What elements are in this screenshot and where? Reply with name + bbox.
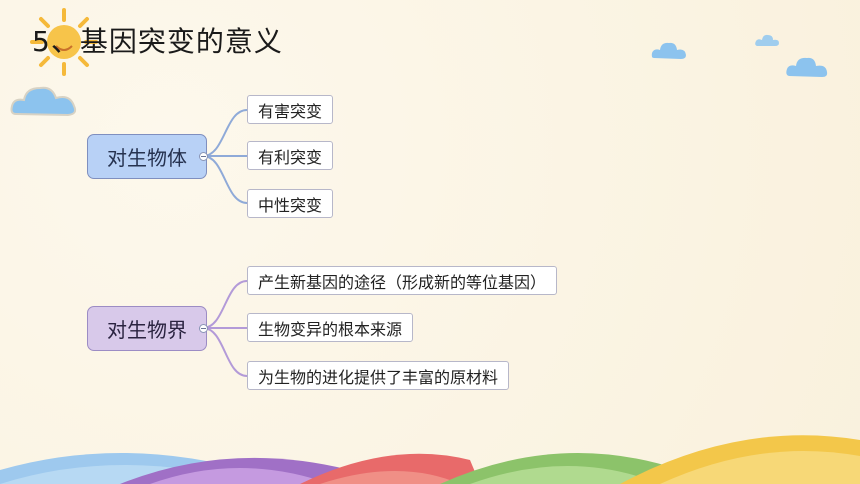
child-node[interactable]: 产生新基因的途径（形成新的等位基因） bbox=[247, 266, 558, 295]
child-node[interactable]: 有害突变 bbox=[247, 95, 334, 124]
link-line bbox=[202, 155, 248, 204]
cloud-icon bbox=[755, 34, 779, 46]
child-node[interactable]: 为生物的进化提供了丰富的原材料 bbox=[247, 361, 510, 390]
collapse-icon[interactable] bbox=[199, 152, 208, 161]
link-line bbox=[202, 280, 248, 329]
cloud-icon bbox=[10, 86, 77, 117]
root-node-organism[interactable]: 对生物体 bbox=[87, 134, 207, 179]
child-node[interactable]: 中性突变 bbox=[247, 189, 334, 218]
page-title: 5、基因突变的意义 bbox=[32, 25, 283, 58]
cloud-icon bbox=[786, 57, 828, 77]
sun-icon bbox=[30, 8, 98, 76]
link-line bbox=[202, 327, 248, 377]
link-line bbox=[202, 109, 248, 157]
cloud-icon bbox=[651, 42, 686, 59]
collapse-icon[interactable] bbox=[199, 324, 208, 333]
child-node[interactable]: 有利突变 bbox=[247, 141, 334, 170]
root-node-biosphere[interactable]: 对生物界 bbox=[87, 306, 207, 351]
child-node[interactable]: 生物变异的根本来源 bbox=[247, 313, 414, 342]
